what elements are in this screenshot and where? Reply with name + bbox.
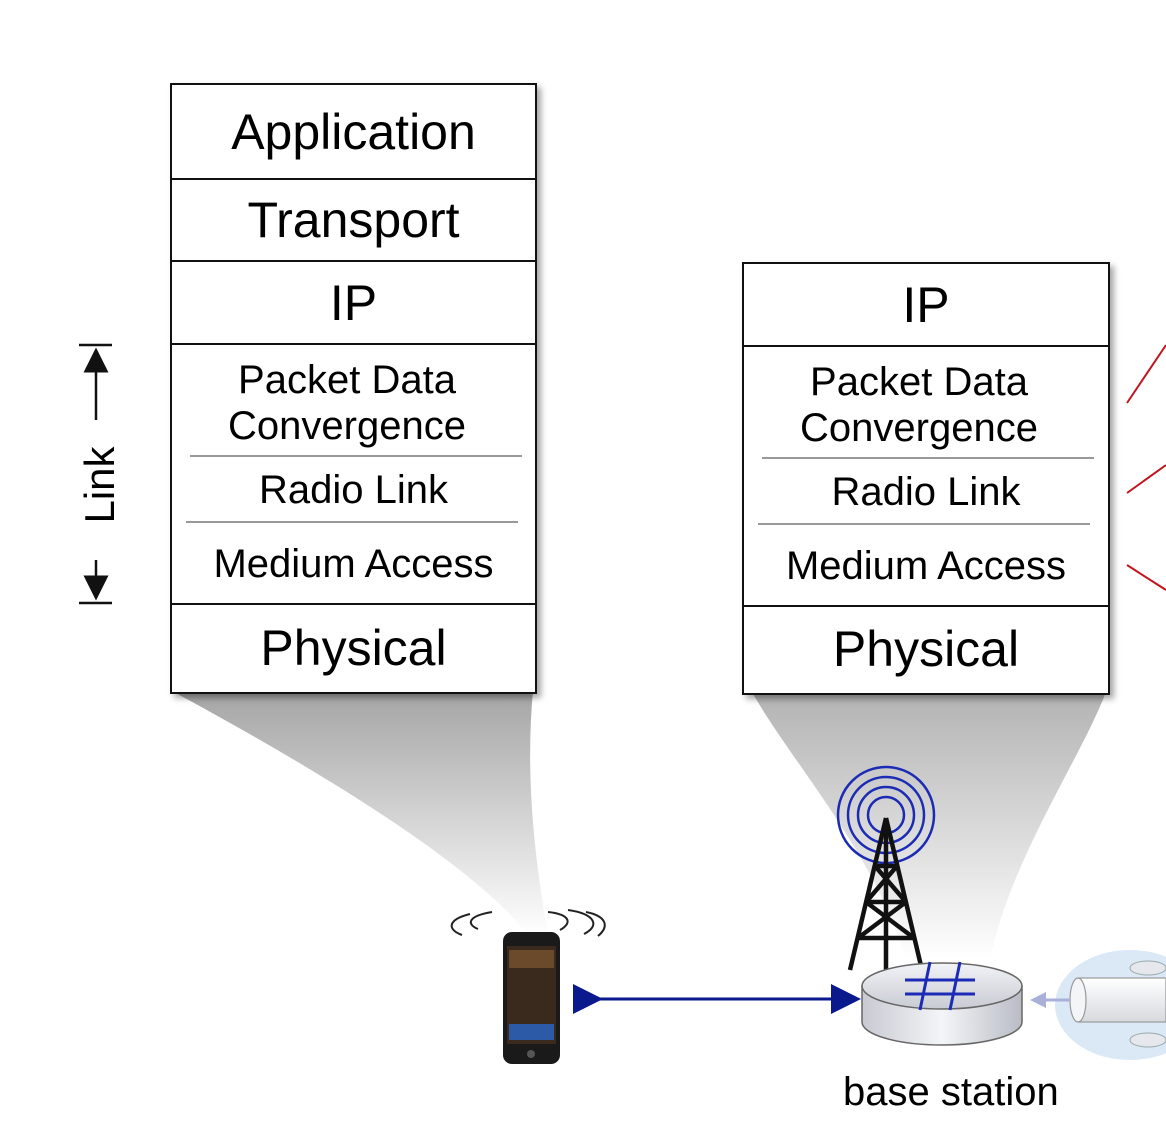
base-station-projection-beam [752,692,1106,960]
layer-physical: Physical [832,621,1020,677]
host-protocol-stack: Application Transport IP Packet Data Con… [170,83,537,694]
link-range-arrow [79,343,112,605]
antenna-tower-icon [836,765,936,971]
layer-ip: IP [902,276,950,333]
layer-physical: Physical [260,619,447,676]
layer-ip: IP [329,274,378,331]
red-lines [1126,344,1166,591]
layer-application: Application [231,103,476,160]
layer-medium-access: Medium Access [213,542,494,586]
link-label: Link [76,446,123,524]
host-projection-beam [170,690,548,935]
network-cloud-icon [1030,950,1166,1060]
base-station-label: base station [843,1070,1059,1114]
layer-radio-link: Radio Link [258,468,448,512]
phone-icon [450,909,606,1064]
layer-medium-access: Medium Access [785,544,1067,588]
layer-packet-data-convergence: Packet Data Convergence [800,360,1038,450]
layer-packet-data-convergence: Packet Data Convergence [228,358,466,448]
router-icon [861,961,1023,1046]
layer-radio-link: Radio Link [831,470,1021,514]
layer-transport: Transport [247,192,460,248]
base-station-protocol-stack: IP Packet Data Convergence Radio Link Me… [742,262,1110,695]
